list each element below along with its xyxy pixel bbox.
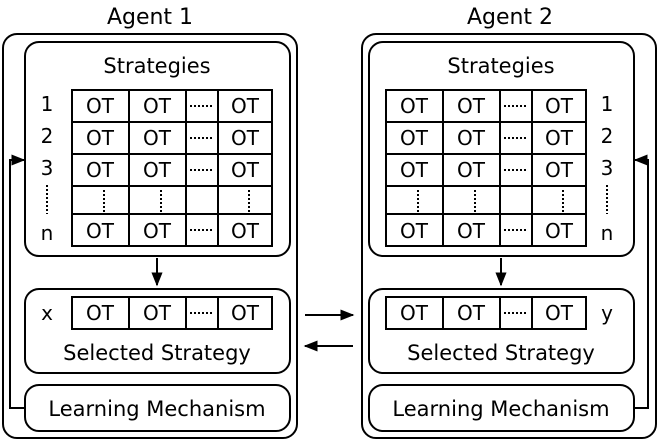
strategy-cell: OT bbox=[86, 94, 115, 118]
agent-2-row-label-3: 3 bbox=[601, 156, 614, 180]
strategy-cell: OT bbox=[86, 126, 115, 150]
agent-2-row-label-1: 1 bbox=[601, 92, 614, 116]
agent-1-strategies-title: Strategies bbox=[103, 54, 210, 78]
agent-2-title: Agent 2 bbox=[467, 5, 553, 30]
agent-2-selected-row: OT OT OT bbox=[385, 296, 587, 330]
agent-1-selected-label: x bbox=[41, 301, 53, 325]
strategy-cell: OT bbox=[457, 158, 486, 182]
strategy-cell: OT bbox=[231, 126, 260, 150]
strategy-cell: OT bbox=[143, 126, 172, 150]
agent-2-row-labels: 1 2 3 n bbox=[601, 92, 614, 245]
agent-2-strategies-panel bbox=[368, 41, 635, 257]
agent-1-row-label-n: n bbox=[41, 221, 54, 245]
agent-1: Agent 1 Strategies 1 2 3 n OT OT OT OT bbox=[2, 5, 298, 439]
agent-2-feedback-arrow bbox=[633, 154, 649, 409]
agent-2-strategy-grid: OT OT OT OT OT OT OT OT OT OT OT OT bbox=[385, 89, 587, 247]
strategy-cell: OT bbox=[457, 301, 486, 325]
agent-1-strategy-grid: OT OT OT OT OT OT OT OT OT OT OT OT bbox=[71, 89, 273, 247]
strategy-cell: OT bbox=[545, 126, 574, 150]
agent-2-strategies-title: Strategies bbox=[447, 54, 554, 78]
agent-1-strategies-panel bbox=[24, 41, 291, 257]
strategy-cell: OT bbox=[457, 126, 486, 150]
agent-1-title: Agent 1 bbox=[107, 5, 193, 30]
strategy-cell: OT bbox=[400, 94, 429, 118]
agent-1-row-label-3: 3 bbox=[41, 156, 54, 180]
agent-2-grid-border bbox=[385, 89, 587, 247]
agent-2-learning-label: Learning Mechanism bbox=[392, 397, 609, 421]
strategy-cell: OT bbox=[143, 219, 172, 243]
strategy-cell: OT bbox=[457, 94, 486, 118]
strategy-cell: OT bbox=[400, 219, 429, 243]
strategy-cell: OT bbox=[231, 301, 260, 325]
strategy-cell: OT bbox=[231, 94, 260, 118]
strategy-cell: OT bbox=[545, 301, 574, 325]
strategy-cell: OT bbox=[457, 219, 486, 243]
agent-2-frame bbox=[361, 33, 657, 439]
agent-1-selected-row: OT OT OT bbox=[71, 296, 273, 330]
strategy-cell: OT bbox=[400, 126, 429, 150]
strategy-cell: OT bbox=[545, 158, 574, 182]
strategy-cell: OT bbox=[400, 301, 429, 325]
agent-2-selected-panel bbox=[368, 288, 635, 374]
strategy-cell: OT bbox=[545, 219, 574, 243]
strategy-cell: OT bbox=[143, 301, 172, 325]
agent-1-grid-border bbox=[71, 89, 273, 247]
agent-1-selected-title: Selected Strategy bbox=[63, 341, 251, 365]
strategy-cell: OT bbox=[400, 158, 429, 182]
agent-1-selected-panel bbox=[24, 288, 291, 374]
agent-2: Agent 2 Strategies 1 2 3 n OT OT OT OT O… bbox=[361, 5, 657, 439]
strategy-cell: OT bbox=[231, 219, 260, 243]
agent-1-row-labels: 1 2 3 n bbox=[41, 92, 54, 245]
agent-1-row-label-2: 2 bbox=[41, 124, 54, 148]
agent-1-feedback-arrow bbox=[9, 154, 26, 409]
agent-2-row-label-2: 2 bbox=[601, 124, 614, 148]
strategy-cell: OT bbox=[143, 94, 172, 118]
agent-1-learning-label: Learning Mechanism bbox=[48, 397, 265, 421]
agent-2-row-label-n: n bbox=[601, 221, 614, 245]
agent-2-selected-label: y bbox=[601, 301, 613, 325]
strategy-cell: OT bbox=[86, 301, 115, 325]
strategy-cell: OT bbox=[86, 219, 115, 243]
strategy-cell: OT bbox=[545, 94, 574, 118]
agent-1-frame bbox=[2, 33, 298, 439]
strategy-cell: OT bbox=[86, 158, 115, 182]
strategy-cell: OT bbox=[231, 158, 260, 182]
agent-2-selected-title: Selected Strategy bbox=[407, 341, 595, 365]
agent-1-row-label-1: 1 bbox=[41, 92, 54, 116]
strategy-cell: OT bbox=[143, 158, 172, 182]
